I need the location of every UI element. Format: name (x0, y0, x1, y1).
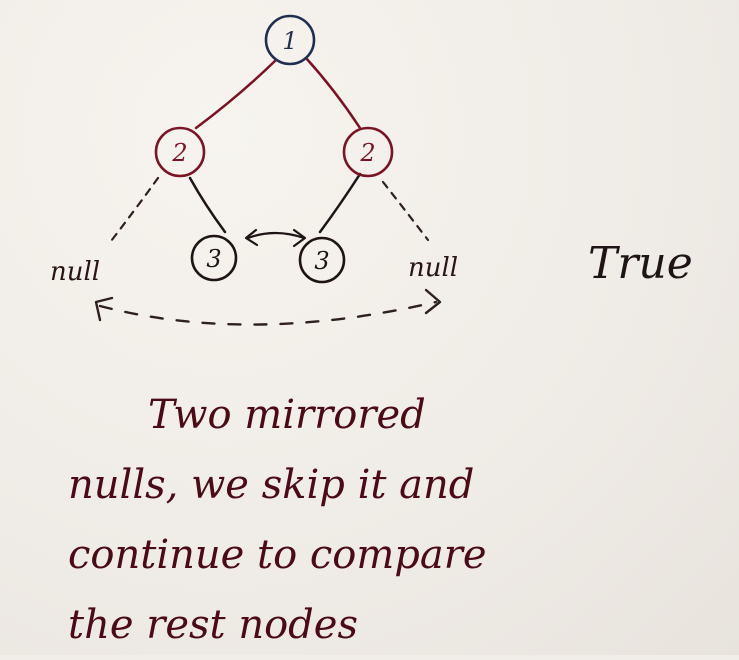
edge-left-to-inner (188, 176, 227, 234)
node-left-inner-label: 3 (206, 245, 221, 273)
inner-mirror-arrowhead-right (292, 228, 307, 248)
inner-mirror-arrowhead-left (244, 228, 259, 247)
null-mirror-arrowhead-right (424, 288, 442, 315)
note-line-2: nulls, we skip it and (68, 462, 475, 508)
node-root: 1 (264, 14, 316, 66)
edge-right-to-null (381, 180, 430, 242)
explanation-note: Two mirrored nulls, we skip it and conti… (68, 380, 708, 660)
left-null-label: null (50, 257, 100, 287)
note-line-4: the rest nodes (68, 602, 358, 648)
node-left-inner: 3 (190, 234, 238, 282)
note-line-3: continue to compare (68, 532, 487, 578)
result-label: True (588, 238, 693, 289)
node-right-inner-label: 3 (314, 247, 329, 275)
edge-root-right (304, 56, 362, 130)
right-null-label: null (408, 253, 458, 283)
node-right-child: 2 (342, 126, 394, 178)
node-right-inner: 3 (298, 236, 346, 284)
node-root-label: 1 (282, 27, 297, 55)
node-left-child: 2 (154, 126, 206, 178)
null-mirror-arrow (98, 300, 438, 326)
inner-mirror-arrow (246, 231, 306, 240)
edge-right-to-inner (318, 172, 362, 234)
edge-left-to-null (106, 176, 160, 247)
null-mirror-arrowhead-left (94, 296, 114, 322)
edge-root-left (194, 58, 278, 130)
note-line-1: Two mirrored (148, 392, 426, 438)
node-left-child-label: 2 (171, 139, 187, 167)
node-right-child-label: 2 (359, 139, 375, 167)
